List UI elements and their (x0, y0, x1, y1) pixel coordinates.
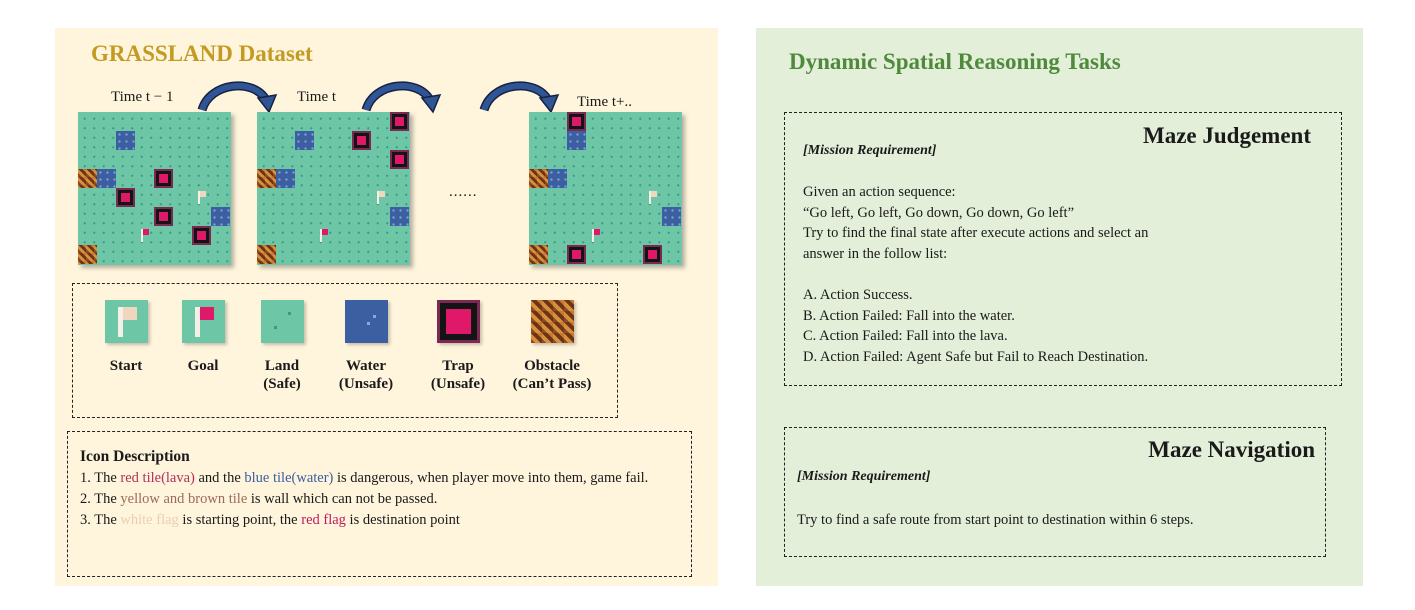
task-description: Given an action sequence: “Go left, Go l… (803, 182, 1148, 264)
text: 1. The (80, 470, 121, 486)
water-tile-icon (344, 300, 388, 343)
answer-option: B. Action Failed: Fall into the water. (803, 307, 1015, 324)
legend-label: Water (Unsafe) (338, 358, 394, 392)
trap-tile (567, 245, 586, 264)
trap-tile (116, 188, 135, 207)
goal-flag-icon (586, 226, 605, 245)
task-line: “Go left, Go left, Go down, Go down, Go … (803, 204, 1075, 221)
goal-flag-icon (181, 300, 225, 343)
maze-grid-time-t-plus (529, 112, 682, 265)
start-flag-icon (192, 188, 211, 207)
maze-grid-time-t (257, 112, 410, 265)
legend-item-trap: Trap (Unsafe) (413, 300, 503, 393)
maze-navigation-box: Maze Navigation [Mission Requirement] Tr… (784, 427, 1326, 557)
icon-description-line-2: 2. The yellow and brown tile is wall whi… (80, 489, 691, 510)
text: 2. The (80, 491, 121, 507)
obstacle-tile (529, 245, 548, 264)
water-tile (116, 131, 135, 150)
water-tile (390, 207, 409, 226)
legend-label: Start (109, 358, 143, 374)
start-flag-icon (104, 300, 148, 343)
trap-tile (643, 245, 662, 264)
lava-term: red tile(lava) (120, 470, 195, 486)
obstacle-tile (257, 169, 276, 188)
maze-grid-time-t-minus-1 (78, 112, 231, 265)
water-tile (295, 131, 314, 150)
water-tile (567, 131, 586, 150)
trap-tile (567, 112, 586, 131)
time-label-t-plus: Time t+.. (577, 94, 633, 110)
obstacle-tile (78, 169, 97, 188)
legend-item-start: Start (81, 300, 171, 375)
water-tile (97, 169, 116, 188)
text: is dangerous, when player move into them… (333, 470, 649, 486)
ellipsis: ...... (449, 184, 478, 200)
time-arrow-icon (361, 81, 442, 114)
time-arrow-icon (479, 81, 560, 114)
obstacle-tile-icon (530, 300, 574, 343)
red-flag-term: red flag (301, 512, 346, 528)
trap-tile (390, 150, 409, 169)
text: is wall which can not be passed. (247, 491, 438, 507)
start-flag-icon (371, 188, 390, 207)
water-tile (276, 169, 295, 188)
legend-label: Land (Safe) (263, 358, 301, 392)
legend-label: Trap (Unsafe) (430, 358, 486, 392)
start-flag-icon (643, 188, 662, 207)
task-title: Maze Judgement (1143, 123, 1311, 148)
task-line: Given an action sequence: (803, 184, 956, 200)
task-description: Try to find a safe route from start poin… (797, 512, 1194, 528)
panel-title: GRASSLAND Dataset (91, 41, 313, 66)
task-title: Maze Navigation (1148, 437, 1315, 462)
answer-options: A. Action Success. B. Action Failed: Fal… (803, 285, 1148, 367)
legend-item-water: Water (Unsafe) (321, 300, 411, 393)
legend-label: Goal (187, 358, 219, 374)
text: is destination point (345, 512, 460, 528)
mission-requirement-label: [Mission Requirement] (803, 143, 937, 158)
icon-description-box: Icon Description 1. The red tile(lava) a… (67, 431, 692, 577)
trap-tile (154, 207, 173, 226)
text: is starting point, the (178, 512, 302, 528)
legend-item-land: Land (Safe) (237, 300, 327, 393)
text: 3. The (80, 512, 121, 528)
obstacle-tile (257, 245, 276, 264)
spatial-reasoning-panel: Dynamic Spatial Reasoning Tasks (756, 28, 1363, 586)
land-tile-icon (260, 300, 304, 343)
trap-tile (154, 169, 173, 188)
wall-term: yellow and brown tile (120, 491, 248, 507)
trap-tile (192, 226, 211, 245)
mission-requirement-label: [Mission Requirement] (797, 469, 931, 484)
answer-option: A. Action Success. (803, 287, 913, 303)
time-label-t-minus-1: Time t − 1 (111, 89, 174, 105)
icon-description-line-1: 1. The red tile(lava) and the blue tile(… (80, 468, 691, 489)
water-tile (548, 169, 567, 188)
legend-item-goal: Goal (158, 300, 248, 375)
water-tile (662, 207, 681, 226)
trap-tile-icon (436, 300, 480, 343)
text: and the (194, 470, 245, 486)
task-line: Try to find the final state after execut… (803, 225, 1149, 241)
time-label-t: Time t (297, 89, 337, 105)
goal-flag-icon (314, 226, 333, 245)
panel-title: Dynamic Spatial Reasoning Tasks (789, 49, 1121, 74)
obstacle-tile (78, 245, 97, 264)
task-line: answer in the follow list: (803, 245, 948, 262)
water-tile (211, 207, 230, 226)
obstacle-tile (529, 169, 548, 188)
trap-tile (390, 112, 409, 131)
icon-description-line-3: 3. The white flag is starting point, the… (80, 510, 691, 531)
tile-legend: Start Goal Land (Safe) Water (Unsafe) Tr… (72, 283, 618, 418)
icon-description-heading: Icon Description (80, 448, 190, 465)
trap-tile (352, 131, 371, 150)
answer-option: D. Action Failed: Agent Safe but Fail to… (803, 348, 1149, 365)
white-flag-term: white flag (120, 512, 179, 528)
goal-flag-icon (135, 226, 154, 245)
legend-label: Obstacle (Can’t Pass) (512, 358, 592, 392)
legend-item-obstacle: Obstacle (Can’t Pass) (497, 300, 607, 393)
maze-judgement-box: Maze Judgement [Mission Requirement] Giv… (784, 112, 1342, 386)
water-term: blue tile(water) (244, 470, 334, 486)
answer-option: C. Action Failed: Fall into the lava. (803, 328, 1008, 344)
time-arrow-icon (197, 81, 278, 114)
